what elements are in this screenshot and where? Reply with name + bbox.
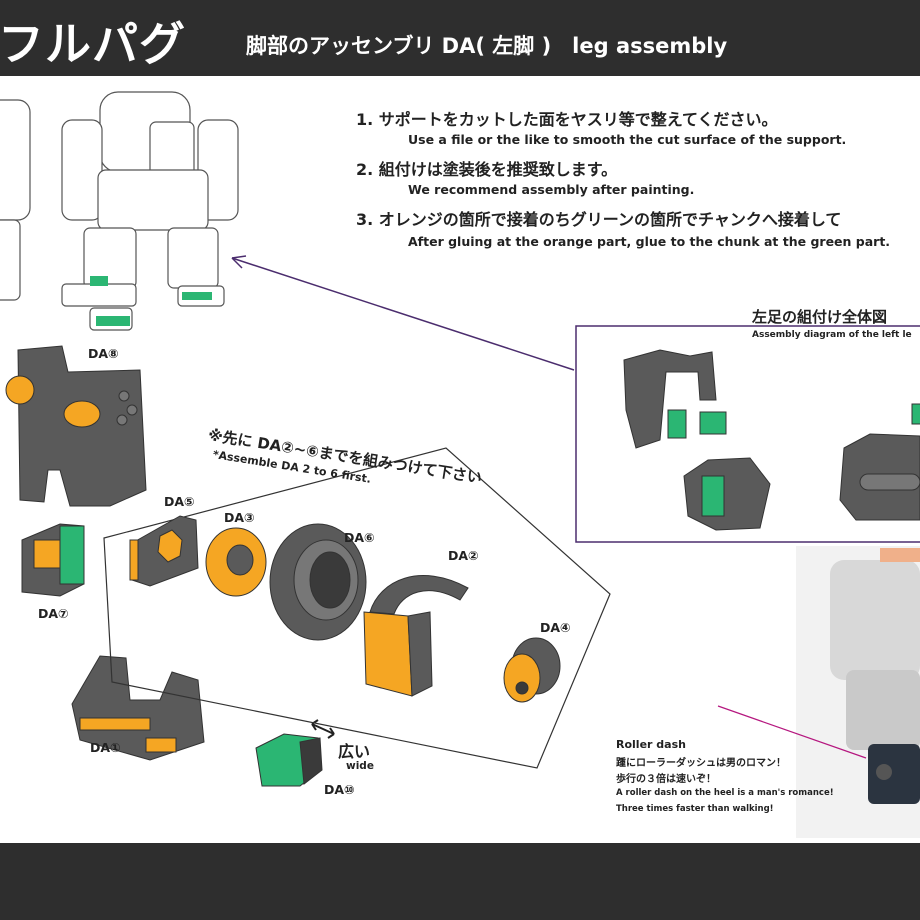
instruction-1: 1. サポートをカットした面をヤスリ等で整えてください。 bbox=[356, 110, 778, 129]
label-da3: DA③ bbox=[224, 510, 255, 525]
part-da2 bbox=[363, 575, 469, 697]
part-da3 bbox=[205, 527, 267, 597]
instruction-3-en: After gluing at the orange part, glue to… bbox=[408, 234, 891, 249]
instruction-2-en: We recommend assembly after painting. bbox=[408, 182, 695, 197]
subassembly-frame bbox=[103, 447, 611, 769]
part-da6 bbox=[269, 523, 367, 641]
roller-line-4: Three times faster than walking! bbox=[616, 804, 774, 814]
wide-label: 広い bbox=[338, 742, 371, 761]
part-da5 bbox=[129, 515, 199, 587]
roller-line-2: 歩行の３倍は速いぞ！ bbox=[616, 774, 716, 785]
roller-line-3: A roller dash on the heel is a man's rom… bbox=[616, 788, 834, 798]
roller-line-1: 踵にローラーダッシュは男のロマン！ bbox=[616, 758, 786, 769]
glue-marks-green bbox=[90, 276, 212, 326]
part-da8 bbox=[5, 345, 147, 507]
footer-bar bbox=[0, 843, 920, 920]
robot-photo bbox=[796, 546, 920, 838]
assembly-diagram-subtitle: Assembly diagram of the left le bbox=[752, 330, 912, 340]
wide-arrow bbox=[311, 719, 335, 739]
brand-logo: フルパグ bbox=[0, 17, 186, 71]
label-da5: DA⑤ bbox=[164, 494, 195, 509]
instruction-2: 2. 組付けは塗装後を推奨致します。 bbox=[356, 160, 618, 179]
label-da8: DA⑧ bbox=[88, 346, 119, 361]
label-da10: DA⑩ bbox=[324, 782, 355, 797]
robot-back-view bbox=[61, 91, 239, 331]
instruction-1-en: Use a file or the like to smooth the cut… bbox=[408, 132, 847, 147]
assembly-diagram-title: 左足の組付け全体図 bbox=[752, 308, 888, 326]
pointer-arrow bbox=[231, 255, 575, 371]
label-da7: DA⑦ bbox=[38, 606, 69, 621]
wide-label-en: wide bbox=[346, 760, 374, 772]
page-title: 脚部のアッセンブリ DA( 左脚 ) leg assembly bbox=[246, 34, 728, 58]
label-da4: DA④ bbox=[540, 620, 571, 635]
label-da2: DA② bbox=[448, 548, 479, 563]
part-da7 bbox=[21, 523, 85, 597]
part-da10 bbox=[255, 733, 323, 787]
roller-pointer-line bbox=[717, 705, 867, 759]
part-da4 bbox=[503, 637, 561, 703]
label-da6: DA⑥ bbox=[344, 530, 375, 545]
assembly-diagram-parts bbox=[623, 349, 920, 531]
robot-side-view bbox=[0, 99, 31, 301]
header-bar bbox=[0, 0, 920, 76]
instruction-3: 3. オレンジの箇所で接着のちグリーンの箇所でチャンクへ接着して bbox=[356, 210, 842, 229]
label-da1: DA① bbox=[90, 740, 121, 755]
roller-title: Roller dash bbox=[616, 738, 686, 751]
part-da1 bbox=[71, 655, 205, 761]
